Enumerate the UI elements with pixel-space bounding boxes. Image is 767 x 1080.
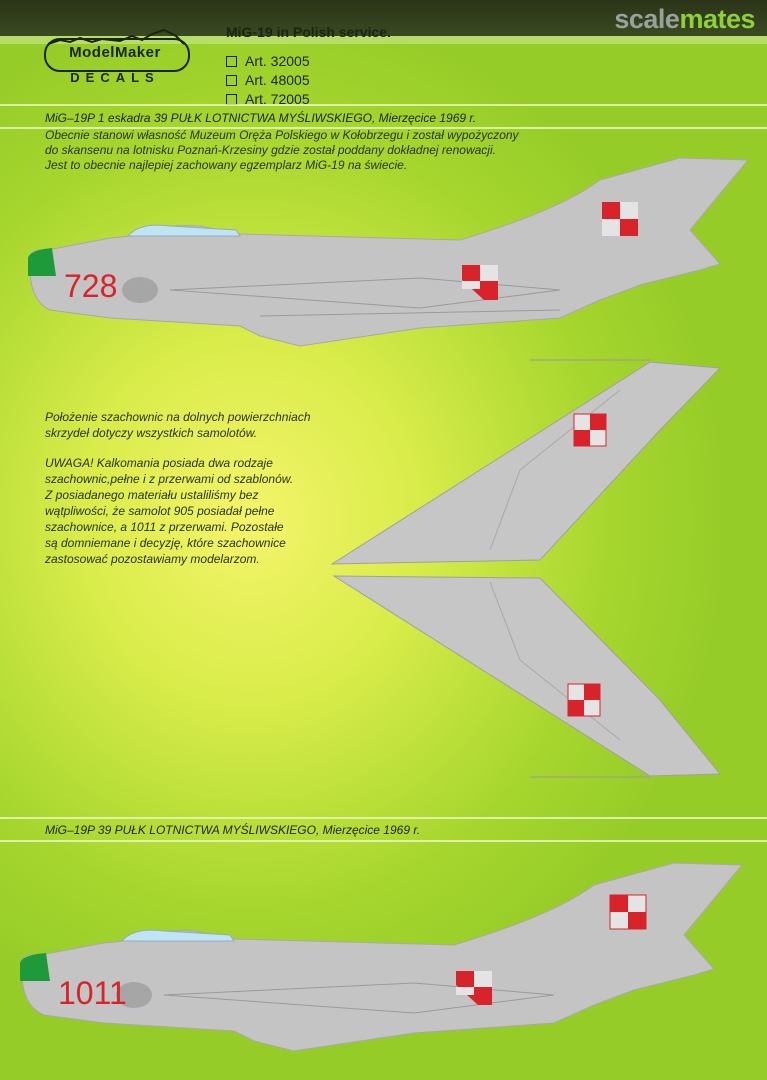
aircraft-number-728: 728 xyxy=(64,268,118,304)
divider xyxy=(0,104,767,106)
divider xyxy=(0,840,767,842)
aircraft-728-side-profile xyxy=(28,157,750,347)
logo-skyline-icon xyxy=(47,28,185,45)
section2-heading: MiG–19P 39 PUŁK LOTNICTWA MYŚLIWSKIEGO, … xyxy=(45,823,421,837)
modelmaker-logo: ModelMaker DECALS xyxy=(40,26,190,86)
upper-wing-checker-insignia xyxy=(573,413,607,447)
header-band xyxy=(0,36,767,44)
section1-description: Obecnie stanowi własność Muzeum Oręża Po… xyxy=(45,128,519,172)
aircraft-number-1011: 1011 xyxy=(58,975,127,1011)
tail-checker-insignia xyxy=(602,202,638,236)
scalemates-watermark: scalemates xyxy=(614,4,755,34)
lower-wing-checker-insignia xyxy=(567,683,601,717)
article-item: Art. 48005 xyxy=(226,71,310,90)
wing-note: Położenie szachownic na dolnych powierzc… xyxy=(45,410,311,566)
logo-frame xyxy=(44,38,190,72)
divider xyxy=(0,817,767,819)
tail-checker-insignia xyxy=(609,894,647,930)
checkbox-icon xyxy=(226,56,237,67)
wings-underside-diagram xyxy=(330,359,722,778)
divider xyxy=(0,127,767,129)
checkbox-icon xyxy=(226,75,237,86)
sheet-title: MiG-19 in Polish service. xyxy=(226,24,391,40)
top-bar xyxy=(0,0,767,36)
article-item: Art. 72005 xyxy=(226,90,310,109)
aircraft-1011-side-profile xyxy=(20,862,744,1052)
article-list: Art. 32005 Art. 48005 Art. 72005 xyxy=(226,52,310,109)
fuselage-checker-insignia xyxy=(456,971,492,1005)
article-item: Art. 32005 xyxy=(226,52,310,71)
section1-heading: MiG–19P 1 eskadra 39 PUŁK LOTNICTWA MYŚL… xyxy=(45,111,477,125)
fuselage-checker-insignia xyxy=(462,265,498,300)
